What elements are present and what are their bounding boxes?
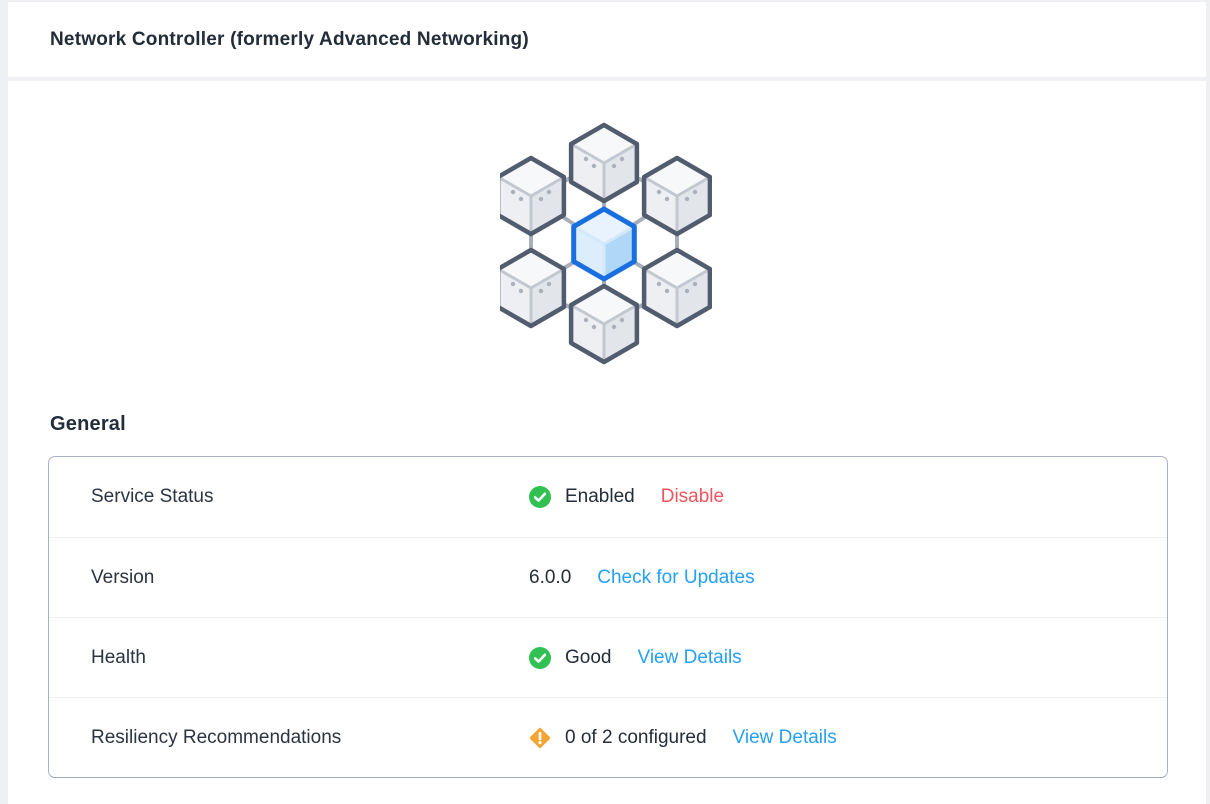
warning-diamond-icon [529, 727, 551, 748]
header-bar: Network Controller (formerly Advanced Ne… [8, 2, 1206, 77]
status-value: Enabled [565, 486, 635, 507]
disable-link[interactable]: Disable [660, 486, 725, 507]
center-cube [571, 206, 637, 282]
general-table: Service Status Enabled Disable Version 6… [48, 456, 1168, 778]
network-controller-icon [500, 122, 712, 366]
node-cube-top [571, 125, 637, 201]
view-details-link[interactable]: View Details [637, 646, 742, 668]
view-details-link[interactable]: View Details [732, 726, 837, 748]
page-title: Network Controller (formerly Advanced Ne… [50, 28, 529, 50]
row-value-wrap: 6.0.0 Check for Updates [529, 567, 755, 589]
node-cube-upper-right [644, 158, 710, 234]
row-value-wrap: Enabled Disable [529, 486, 724, 508]
general-heading: General [50, 413, 126, 435]
row-value-wrap: 0 of 2 configured View Details [529, 727, 837, 749]
table-row-resiliency-recommendations: Resiliency Recommendations 0 of 2 config… [49, 697, 1167, 777]
table-row-version: Version 6.0.0 Check for Updates [49, 537, 1167, 617]
node-cube-upper-left [500, 158, 564, 234]
row-label: Resiliency Recommendations [91, 726, 342, 748]
row-label: Health [91, 646, 146, 668]
row-label: Version [91, 566, 155, 588]
version-value: 6.0.0 [529, 566, 572, 588]
table-row-health: Health Good View Details [49, 617, 1167, 697]
health-value: Good [565, 646, 612, 668]
row-label: Service Status [91, 486, 214, 507]
row-value-wrap: Good View Details [529, 646, 742, 669]
table-row-service-status: Service Status Enabled Disable [49, 457, 1167, 537]
node-cube-bottom [571, 286, 637, 362]
node-cube-lower-right [644, 250, 710, 326]
check-for-updates-link[interactable]: Check for Updates [597, 566, 755, 588]
resiliency-value: 0 of 2 configured [565, 726, 707, 748]
node-cube-lower-left [500, 250, 564, 326]
check-circle-icon [529, 646, 551, 669]
check-circle-icon [529, 486, 551, 508]
